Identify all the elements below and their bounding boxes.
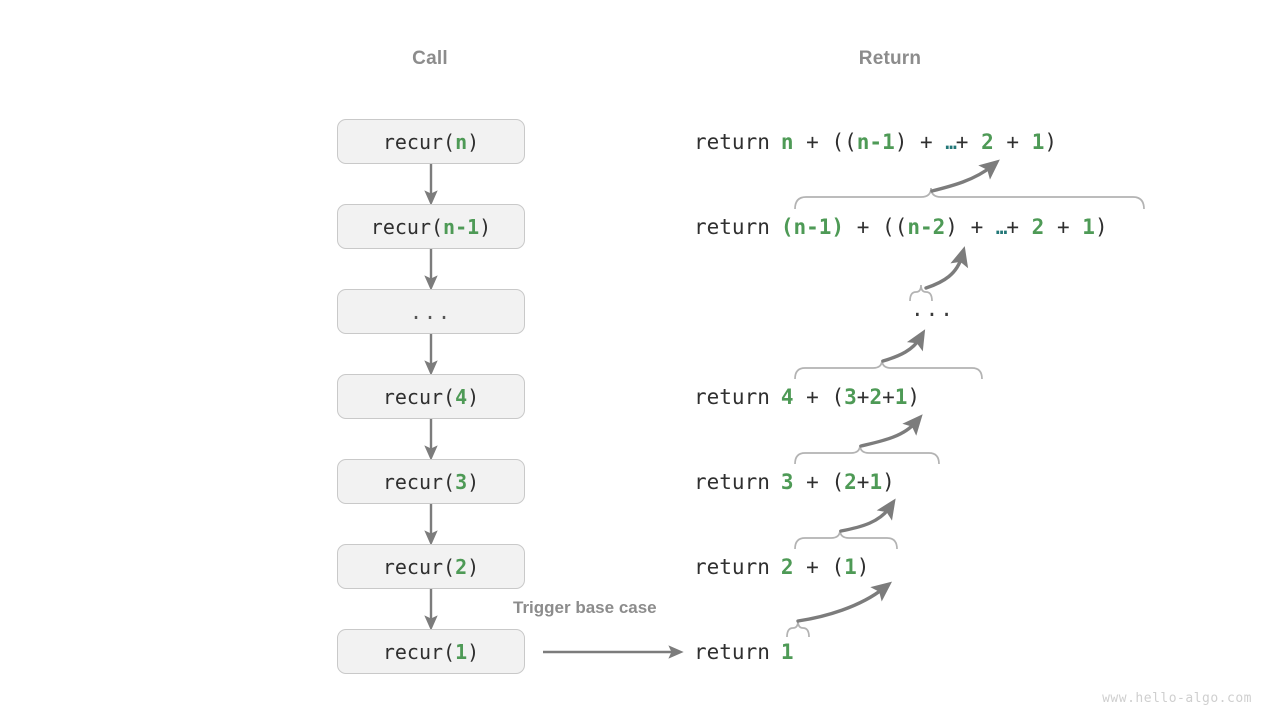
return-keyword: return — [694, 470, 770, 494]
return-row-3: return 3 + (2+1) — [694, 465, 895, 499]
call-box-4[interactable]: recur(4) — [337, 374, 525, 419]
return-row-2: return 2 + (1) — [694, 550, 869, 584]
return-row-n1: return (n-1) + ((n-2) + …+ 2 + 1) — [694, 210, 1108, 244]
return-expression: 2 + (1) — [780, 555, 870, 579]
return-expression: 3 + (2+1) — [780, 470, 895, 494]
call-box-2[interactable]: recur(2) — [337, 544, 525, 589]
return-row-n: return n + ((n-1) + …+ 2 + 1) — [694, 125, 1057, 159]
call-box-dots[interactable]: ... — [337, 289, 525, 334]
return-keyword: return — [694, 130, 770, 154]
call-box-label: recur(3) — [382, 469, 480, 494]
return-keyword: return — [694, 215, 770, 239]
call-box-1[interactable]: recur(1) — [337, 629, 525, 674]
return-expression: (n-1) + ((n-2) + …+ 2 + 1) — [780, 215, 1108, 239]
watermark: www.hello-algo.com — [1102, 691, 1252, 706]
return-expression: 1 — [780, 640, 794, 664]
call-box-label: recur(2) — [382, 554, 480, 579]
call-box-3[interactable]: recur(3) — [337, 459, 525, 504]
call-box-label: recur(4) — [382, 384, 480, 409]
column-heading-return: Return — [858, 48, 922, 69]
return-expression: n + ((n-1) + …+ 2 + 1) — [780, 130, 1058, 154]
call-box-label: recur(n) — [382, 129, 480, 154]
return-row-1: return 1 — [694, 635, 794, 669]
return-keyword: return — [694, 555, 770, 579]
call-box-n[interactable]: recur(n) — [337, 119, 525, 164]
return-keyword: return — [694, 640, 770, 664]
call-box-n1[interactable]: recur(n-1) — [337, 204, 525, 249]
call-box-label: recur(n-1) — [370, 214, 492, 239]
middle-ellipsis: ... — [911, 297, 955, 321]
trigger-base-case-label: Trigger base case — [513, 598, 657, 617]
column-heading-call: Call — [412, 48, 448, 69]
return-row-4: return 4 + (3+2+1) — [694, 380, 920, 414]
return-keyword: return — [694, 385, 770, 409]
call-box-ellipsis: ... — [409, 299, 453, 324]
call-box-label: recur(1) — [382, 639, 480, 664]
return-expression: 4 + (3+2+1) — [780, 385, 921, 409]
